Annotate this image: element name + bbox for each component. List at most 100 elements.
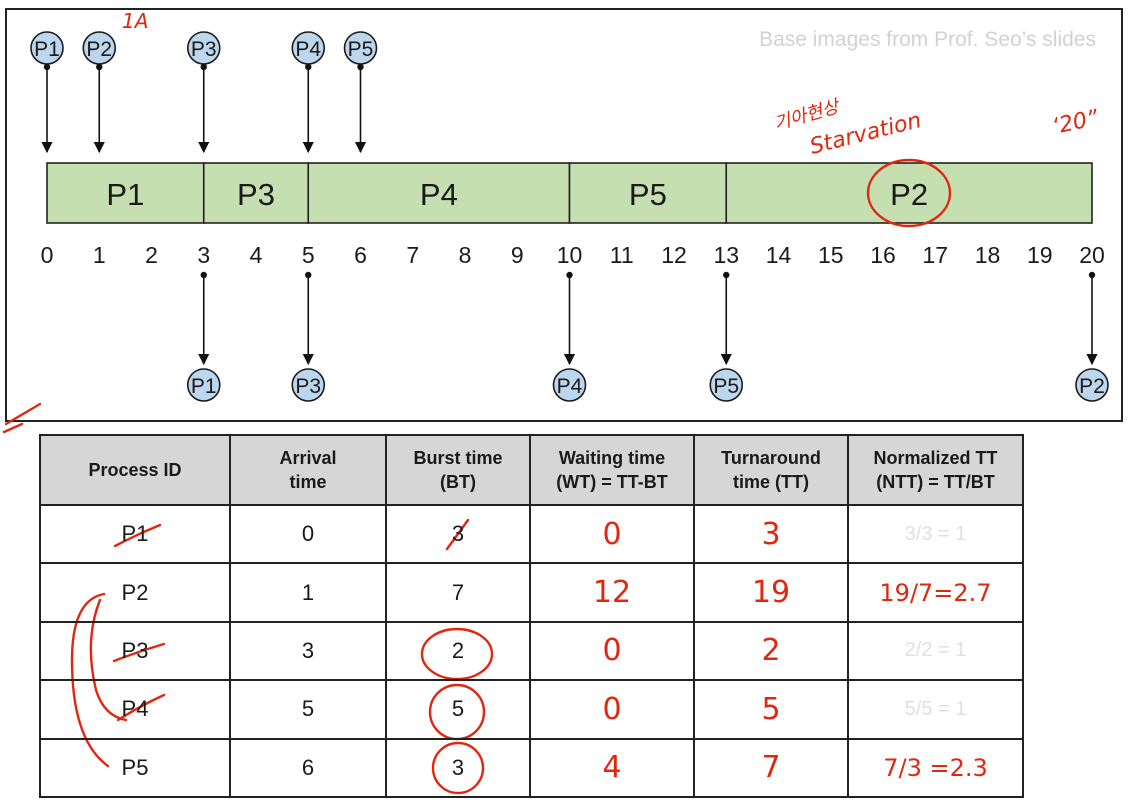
tick-label: 18 (975, 242, 1001, 268)
tick-label: 19 (1027, 242, 1053, 268)
waiting-time-cell: 4 (529, 737, 695, 799)
completion-p3-circle (291, 368, 326, 402)
column-header: Burst time(BT) (385, 434, 531, 506)
arrival-p4-label: P4 (295, 38, 321, 61)
arrival-time-cell: 3 (229, 620, 387, 682)
segment-p4 (307, 162, 571, 224)
completion-p3-label: P3 (295, 375, 321, 398)
arrival-p1-label: P1 (34, 38, 60, 61)
arrival-p3-label: P3 (191, 38, 217, 61)
tick-label: 16 (870, 242, 896, 268)
process-id-cell: P2 (39, 562, 231, 623)
column-header: Turnaround time (TT) (693, 434, 849, 506)
column-header-text: time (TT) (733, 472, 809, 492)
waiting-time-cell: 0 (529, 503, 695, 565)
tick-label: 4 (250, 242, 263, 268)
tick-label: 12 (661, 242, 687, 268)
turnaround-time-cell: 19 (693, 562, 849, 623)
p2-circle-mark (866, 158, 952, 228)
normalized-tt-cell: 3/3 = 1 (847, 503, 1024, 565)
annotation-1a: 1A (122, 9, 148, 33)
watermark: Base images from Prof. Seo’s slides (759, 28, 1096, 51)
column-header: Process ID (39, 434, 231, 506)
process-id-cell: P3 (39, 620, 231, 682)
column-header: Arrival time (229, 434, 387, 506)
tick-label: 15 (818, 242, 844, 268)
process-id-cell: P4 (39, 679, 231, 740)
arrival-time-cell: 6 (229, 737, 387, 799)
tick-label: 8 (459, 242, 472, 268)
tick-label: 7 (406, 242, 419, 268)
column-header-text: Normalized TT (873, 448, 998, 468)
segment-label-p4: P4 (420, 177, 458, 212)
turnaround-time-cell: 3 (693, 503, 849, 565)
waiting-time-cell: 0 (529, 620, 695, 682)
column-header-text: Turnaround (721, 448, 821, 468)
column-header: Waiting time (WT) = TT-BT (529, 434, 695, 506)
tick-label: 14 (766, 242, 792, 268)
burst-time-cell: 3 (385, 737, 531, 799)
segment-p2 (725, 162, 1093, 224)
normalized-tt-cell: 7/3 =2.3 (847, 737, 1024, 799)
diagram-frame (5, 8, 1123, 422)
completion-p2-label: P2 (1079, 375, 1105, 398)
normalized-tt-cell: 2/2 = 1 (847, 620, 1024, 682)
burst-time-cell: 5 (385, 679, 531, 740)
completion-p2-circle (1075, 368, 1109, 402)
column-header-text: Burst time (413, 448, 503, 468)
column-header-text: Arrival (279, 448, 337, 468)
tick-label: 13 (713, 242, 739, 268)
column-header-text: (WT) = TT-BT (556, 472, 668, 492)
tick-label: 9 (511, 242, 524, 268)
completion-p4-circle (552, 368, 587, 402)
arrival-p5-label: P5 (348, 38, 374, 61)
normalized-tt-cell: 19/7=2.7 (847, 562, 1024, 623)
turnaround-time-cell: 2 (693, 620, 849, 682)
arrival-p2-label: P2 (86, 38, 112, 61)
tick-label: 2 (145, 242, 158, 268)
turnaround-time-cell: 7 (693, 737, 849, 799)
segment-label-p5: P5 (629, 177, 667, 212)
tick-label: 6 (354, 242, 367, 268)
tick-label: 20 (1079, 242, 1105, 268)
column-header-text: (NTT) = TT/BT (876, 472, 995, 492)
completion-p5-label: P5 (713, 375, 739, 398)
waiting-time-cell: 0 (529, 679, 695, 740)
process-id-cell: P1 (39, 503, 231, 565)
completion-p1-circle (186, 368, 221, 402)
tick-label: 1 (93, 242, 106, 268)
tick-label: 10 (557, 242, 583, 268)
annotation-right-note: ‘20” (1050, 106, 1101, 140)
completion-p5-circle (709, 368, 744, 402)
column-header-text: Process ID (88, 460, 182, 480)
tick-label: 17 (922, 242, 948, 268)
turnaround-time-cell: 5 (693, 679, 849, 740)
margin-mark (2, 402, 42, 434)
completion-p4-label: P4 (557, 375, 583, 398)
completion-p1-label: P1 (191, 375, 217, 398)
arrival-time-cell: 0 (229, 503, 387, 565)
tick-label: 0 (41, 242, 54, 268)
segment-label-p2: P2 (890, 177, 928, 212)
tick-label: 11 (610, 242, 634, 268)
waiting-time-cell: 12 (529, 562, 695, 623)
tick-label: 3 (197, 242, 210, 268)
segment-label-p1: P1 (106, 177, 144, 212)
column-header-text: time (289, 472, 327, 492)
column-header: Normalized TT (NTT) = TT/BT (847, 434, 1024, 506)
burst-time-cell: 3 (385, 503, 531, 565)
segment-p5 (568, 162, 728, 224)
normalized-tt-cell: 5/5 = 1 (847, 679, 1024, 740)
burst-time-cell: 2 (385, 620, 531, 682)
column-header-text: Waiting time (558, 448, 666, 468)
process-id-cell: P5 (39, 737, 231, 799)
arrival-time-cell: 1 (229, 562, 387, 623)
tick-label: 5 (302, 242, 315, 268)
